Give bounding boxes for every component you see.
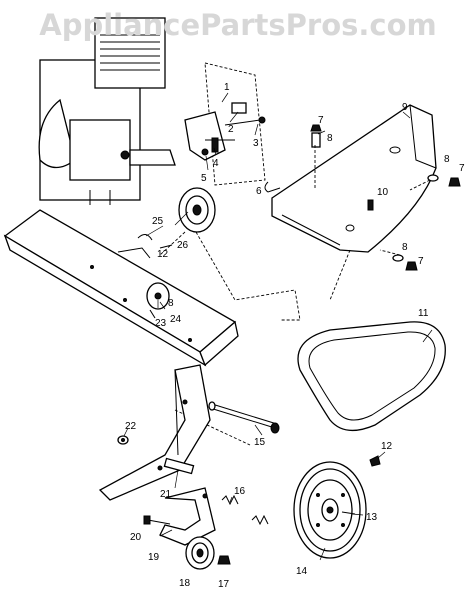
callout-7-lower: 7 (418, 256, 424, 267)
callout-12-upper: 12 (157, 249, 169, 260)
callout-20: 20 (130, 532, 142, 543)
tine-shield-frame (3, 209, 239, 367)
spring-16 (221, 494, 269, 526)
callout-24: 24 (170, 314, 182, 325)
belt-guard (271, 104, 437, 253)
callout-22: 22 (125, 421, 137, 432)
bolt-20 (143, 515, 171, 525)
callout-9: 9 (402, 102, 408, 113)
drive-belt (297, 321, 446, 432)
belt-guide-bracket (184, 62, 266, 186)
assembly-lines (159, 231, 301, 446)
callout-4: 4 (213, 158, 219, 169)
callout-8-lower: 8 (402, 242, 408, 253)
callout-18: 18 (179, 578, 191, 589)
callout-1: 1 (224, 82, 230, 93)
idler-shaft (208, 401, 280, 434)
callout-6: 6 (256, 186, 262, 197)
washer-22 (117, 435, 129, 445)
idler-plate (159, 487, 216, 546)
callout-12-lower: 12 (381, 441, 393, 452)
nut-17 (217, 555, 231, 565)
callout-8-pivot: 8 (168, 298, 174, 309)
callout-11: 11 (418, 308, 429, 319)
callout-21: 21 (160, 489, 172, 500)
callout-26: 26 (177, 240, 189, 251)
callout-10: 10 (377, 187, 389, 198)
pulley-hardware (341, 455, 381, 515)
callout-8-right: 8 (444, 154, 450, 165)
callout-19: 19 (148, 552, 160, 563)
callout-25: 25 (152, 216, 164, 227)
callout-labels: 1 2 3 4 5 6 7 7 7 8 8 8 8 9 10 11 12 12 … (125, 82, 465, 590)
callout-17: 17 (218, 579, 230, 590)
callout-8-top: 8 (327, 133, 333, 144)
clip-hardware (137, 234, 173, 249)
callout-14: 14 (296, 566, 308, 577)
engine-pulley (178, 187, 216, 233)
callout-3: 3 (253, 138, 259, 149)
callout-13: 13 (366, 512, 378, 523)
callout-23: 23 (155, 318, 167, 329)
callout-7-top: 7 (318, 115, 324, 126)
engine (38, 17, 176, 205)
callout-7-right: 7 (459, 163, 465, 174)
callout-15: 15 (254, 437, 266, 448)
leader-lines (123, 92, 433, 561)
idler-pulley (185, 536, 215, 570)
callout-5: 5 (201, 173, 207, 184)
idler-arm-bracket (98, 364, 211, 501)
guard-hardware (264, 124, 461, 301)
callout-16: 16 (234, 486, 246, 497)
spacer-21 (163, 457, 195, 475)
idler-pivot (146, 282, 170, 319)
callout-2: 2 (228, 124, 234, 135)
tine-pulley (293, 461, 367, 559)
